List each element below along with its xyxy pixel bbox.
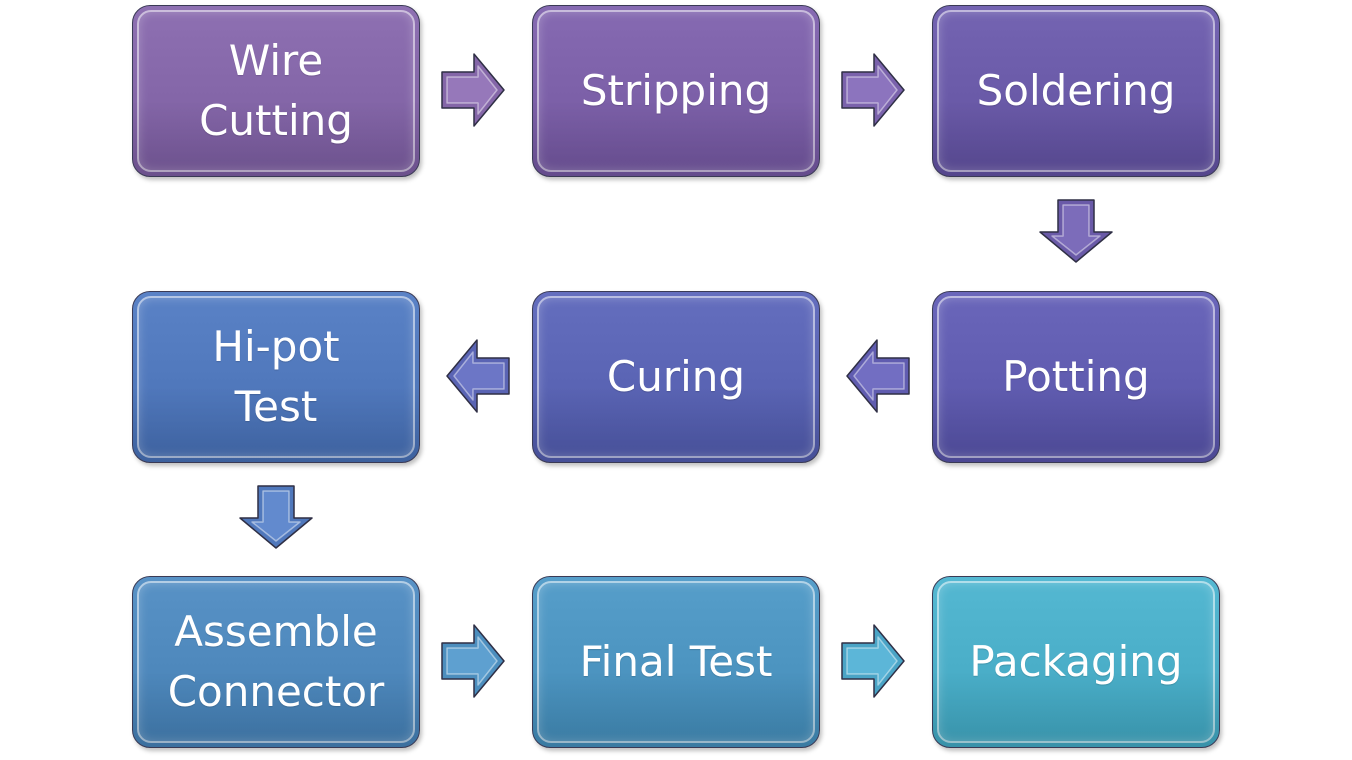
arrow-bevel bbox=[446, 636, 498, 686]
step-label: Wire Cutting bbox=[199, 36, 353, 145]
step-label: Potting bbox=[1002, 352, 1150, 401]
step-label: Packaging bbox=[969, 637, 1183, 686]
step-label: Final Test bbox=[579, 637, 773, 686]
arrow-shape bbox=[841, 624, 905, 698]
arrow-bevel bbox=[453, 351, 505, 401]
step-label: Curing bbox=[606, 352, 746, 401]
step-hi-pot-test: Hi-pot Test bbox=[132, 291, 420, 463]
arrow-shape bbox=[441, 624, 505, 698]
arrow-left-icon bbox=[846, 339, 910, 413]
arrow-left-icon bbox=[446, 339, 510, 413]
arrow-bevel bbox=[1051, 204, 1101, 256]
step-label: Stripping bbox=[580, 66, 772, 115]
step-potting: Potting bbox=[932, 291, 1220, 463]
arrow-down-icon bbox=[239, 485, 313, 549]
step-label: Soldering bbox=[976, 66, 1176, 115]
step-label: Hi-pot Test bbox=[212, 322, 340, 431]
arrow-shape bbox=[441, 53, 505, 127]
arrow-right-icon bbox=[841, 624, 905, 698]
arrow-shape bbox=[841, 53, 905, 127]
step-curing: Curing bbox=[532, 291, 820, 463]
arrow-shape bbox=[1039, 199, 1113, 263]
arrow-right-icon bbox=[441, 53, 505, 127]
arrow-bevel bbox=[446, 65, 498, 115]
step-wire-cutting: Wire Cutting bbox=[132, 5, 420, 177]
step-final-test: Final Test bbox=[532, 576, 820, 748]
step-stripping: Stripping bbox=[532, 5, 820, 177]
step-soldering: Soldering bbox=[932, 5, 1220, 177]
step-assemble-connector: Assemble Connector bbox=[132, 576, 420, 748]
arrow-bevel bbox=[853, 351, 905, 401]
arrow-bevel bbox=[846, 636, 898, 686]
arrow-right-icon bbox=[841, 53, 905, 127]
arrow-bevel bbox=[846, 65, 898, 115]
arrow-down-icon bbox=[1039, 199, 1113, 263]
arrow-shape bbox=[846, 339, 910, 413]
arrow-shape bbox=[446, 339, 510, 413]
step-label: Assemble Connector bbox=[167, 607, 385, 716]
arrow-bevel bbox=[251, 490, 301, 542]
arrow-shape bbox=[239, 485, 313, 549]
arrow-right-icon bbox=[441, 624, 505, 698]
step-packaging: Packaging bbox=[932, 576, 1220, 748]
